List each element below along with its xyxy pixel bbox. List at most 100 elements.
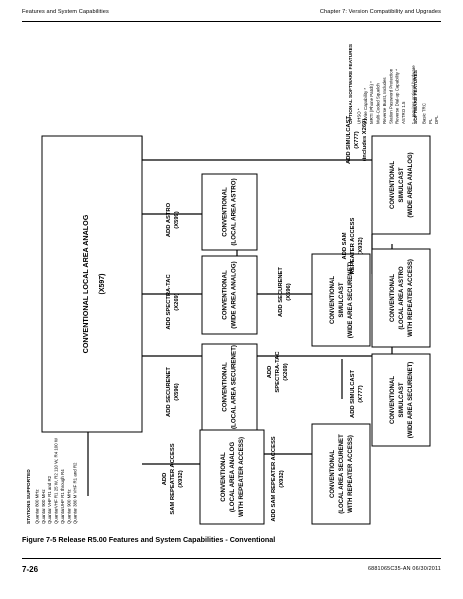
running-header-left: Features and System Capabilities (22, 9, 109, 15)
optional-features-list-item: MRTI (Phone Patch) * (369, 81, 374, 124)
box-simulcast-securenet-text-line: CONVENTIONAL (390, 376, 396, 424)
box-wide-analog-text: CONVENTIONAL(WIDE AREA ANALOG) (222, 261, 238, 328)
label-spectra-1-line: (X269) (174, 293, 180, 310)
box-astro-repeater-text-line: WITH REPEATER ACCESS) (408, 259, 414, 337)
label-simulcast-1-line: ADD SIMULCAST (350, 370, 356, 418)
stations-list-title: STATIONS SUPPORTED (26, 469, 32, 524)
box-wide-analog (201, 255, 258, 335)
stations-list-item: Quantar 900 MHz (41, 489, 46, 524)
box-local-securenet-repeater-text-line: (LOCAL AREA SECURENET (339, 434, 345, 514)
label-simulcast-1: ADD SIMULCAST(X777) (350, 370, 364, 418)
box-local-securenet-repeater-text-line: WITH REPEATER ACCESS) (348, 435, 354, 513)
box-local-astro (201, 173, 258, 251)
label-spectra-2-line: (X269) (283, 363, 289, 380)
box-simulcast-analog (371, 135, 431, 235)
box-wide-securenet (311, 253, 371, 347)
label-securenet-2-line: (X596) (286, 283, 292, 300)
main-box-text: CONVENTIONAL LOCAL AREA ANALOG (X597) (81, 214, 106, 353)
box-local-securenet-repeater-text-line: CONVENTIONAL (330, 450, 336, 498)
box-local-astro-text: CONVENTIONAL(LOCAL AREA ASTRO) (222, 178, 238, 245)
stations-list-item: Quantar 800 MHz (34, 489, 39, 524)
label-sam-1-line: (X932) (178, 470, 184, 487)
optional-features-list-item: UHSO * (356, 108, 361, 124)
document-id: 6881065C35-AN 06/30/2011 (367, 566, 441, 572)
header-rule (22, 21, 441, 22)
box-local-securenet-repeater (311, 423, 371, 525)
box-simulcast-analog-text-line: (WIDE AREA ANALOG) (408, 152, 414, 217)
optional-features-list-item: Multi-Coded Squelch (376, 83, 381, 124)
box-local-securenet (201, 343, 258, 431)
box-wide-analog-text-line: (WIDE AREA ANALOG) (231, 261, 238, 328)
box-local-analog-repeater-text-line: CONVENTIONAL (220, 452, 227, 502)
figure-caption: Figure 7-5 Release R5.00 Features and Sy… (22, 535, 276, 544)
optional-features-list-footnote: * = requires optional hardware (411, 65, 416, 124)
box-simulcast-securenet-text-line: (WIDE AREA SECURENET) (408, 362, 414, 439)
label-sam-3-line: REPEATER ACCESS (350, 218, 356, 275)
box-astro-repeater (371, 248, 431, 348)
box-wide-securenet-text-line: (WIDE AREA SECURENET) (348, 262, 354, 339)
label-simulcast-2-line: (X777) (354, 131, 360, 148)
page-number: 7-26 (22, 565, 39, 574)
box-simulcast-securenet (371, 353, 431, 447)
label-securenet-1-line: (X596) (174, 383, 180, 400)
box-local-securenet-text-line: (LOCAL AREA SECURENET) (231, 345, 238, 429)
label-sam-2-line: ADD SAM REPEATER ACCESS (271, 436, 277, 521)
label-sam-1-line: ADD (162, 473, 168, 486)
label-spectra-2-line: ADD (267, 366, 273, 379)
footer-rule (22, 558, 441, 559)
label-astro-line: ADD ASTRO (166, 202, 172, 237)
box-astro-repeater-text-line: (LOCAL AREA ASTRO (399, 266, 405, 330)
box-simulcast-analog-text-line: CONVENTIONAL (390, 161, 396, 209)
optional-features-list-item: Station Password Protection (388, 68, 393, 124)
main-box-title: CONVENTIONAL LOCAL AREA ANALOG (81, 214, 90, 353)
stations-list-item: Quantar 900 MHz (66, 489, 71, 524)
label-sam-2-line: (X932) (279, 470, 285, 487)
box-local-securenet-text: CONVENTIONAL(LOCAL AREA SECURENET) (222, 345, 238, 429)
running-header-right: Chapter 7: Version Compatibility and Upg… (319, 9, 441, 15)
label-spectra-1-line: ADD SPECTRA-TAC (166, 274, 172, 330)
box-local-astro-text-line: CONVENTIONAL (222, 187, 229, 237)
software-features-list-item: PL (428, 118, 433, 124)
label-spectra-1: ADD SPECTRA-TAC(X269) (166, 274, 180, 330)
optional-features-list-item: 8 Wire Capability * (363, 88, 368, 124)
optional-features-list-item: Reverse Dial-up Capability * (395, 69, 400, 124)
box-conventional-local-analog (41, 135, 143, 433)
label-securenet-1: ADD SECURENET(X596) (166, 367, 180, 417)
software-features-list-title: SOFTWARE FEATURES (413, 69, 419, 124)
box-local-securenet-text-line: CONVENTIONAL (222, 362, 229, 412)
box-astro-repeater-text-line: CONVENTIONAL (390, 274, 396, 322)
label-astro-line: (X599) (174, 211, 180, 228)
label-sam-3-line: (X932) (358, 237, 364, 254)
box-simulcast-securenet-text-line: SIMULCAST (399, 382, 405, 417)
label-sam-3-line: ADD SAM (342, 232, 348, 259)
optional-features-list-title: OPTIONAL SOFTWARE FEATURES (348, 43, 354, 124)
label-securenet-1-line: ADD SECURENET (166, 367, 172, 417)
optional-features-list-item: Reverse Burst, Includes (382, 77, 387, 124)
box-local-analog-repeater (199, 429, 265, 525)
label-simulcast-2-line: ADD SIMULCAST (346, 116, 352, 164)
box-simulcast-analog-text-line: SIMULCAST (399, 167, 405, 202)
box-local-analog-repeater-text-line: (LOCAL AREA ANALOG (229, 442, 236, 513)
label-securenet-2-line: ADD SECURENET (278, 267, 284, 317)
label-simulcast-2: ADD SIMULCAST(X777)(includes X269) (346, 116, 368, 164)
label-simulcast-2-line: (includes X269) (362, 119, 368, 162)
label-astro: ADD ASTRO(X599) (166, 202, 180, 237)
box-wide-securenet-text-line: CONVENTIONAL (330, 276, 336, 324)
stations-list-item: QuantarVHF R1 25 W, R2 110 W, R4 100 W (54, 437, 59, 524)
stations-list-item: Quantar 380 M VHF R1 and R2 (73, 462, 78, 524)
feature-flow-diagram: CONVENTIONAL LOCAL AREA ANALOG(X597)CONV… (26, 43, 441, 525)
main-box-code: (X597) (99, 273, 106, 294)
label-securenet-2: ADD SECURENET(X596) (278, 267, 292, 317)
box-local-analog-repeater-text-line: WITH REPEATER ACCESS) (238, 437, 245, 517)
stations-list-item: QuantarUHF R1 through R4 (60, 469, 65, 524)
